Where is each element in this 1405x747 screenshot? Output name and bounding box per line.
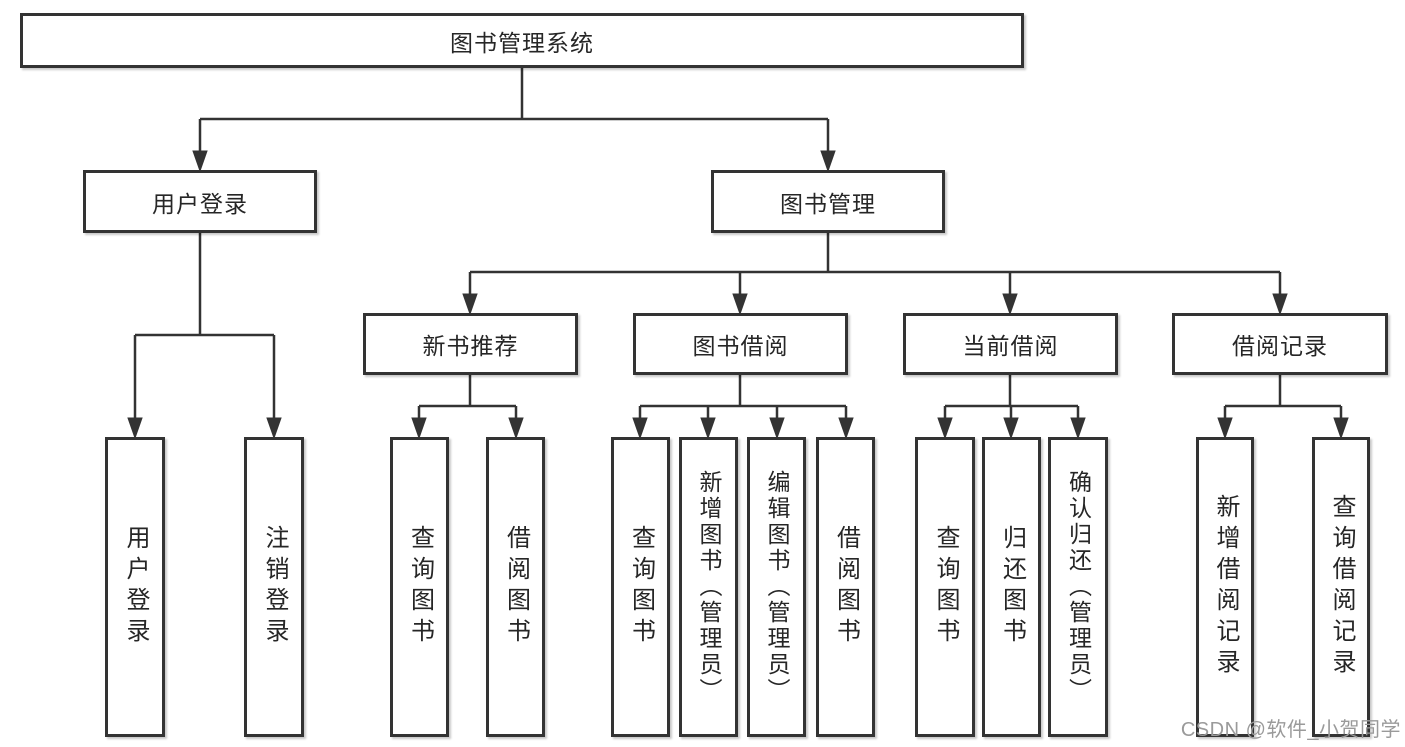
node-label: 查询图书: [932, 525, 959, 649]
connector-current-borrow-to-leaves: [937, 375, 1086, 440]
node-current-borrowing: 当前借阅: [903, 313, 1118, 375]
leaf-add-books-admin: 新增图书（管理员）: [679, 437, 738, 737]
leaf-add-borrow-record: 新增借阅记录: [1196, 437, 1254, 737]
leaf-return-books: 归还图书: [982, 437, 1041, 737]
node-label: 确认归还（管理员）: [1065, 470, 1092, 704]
leaf-query-borrow-record: 查询借阅记录: [1312, 437, 1370, 737]
node-label: 查询图书: [406, 525, 434, 649]
node-new-book-recommend: 新书推荐: [363, 313, 578, 375]
csdn-watermark: CSDN @软件_小贺同学: [1180, 719, 1401, 741]
node-label: 新增图书（管理员）: [696, 470, 722, 704]
connector-book-borrow-to-leaves: [632, 375, 854, 440]
node-label: 图书管理: [780, 190, 876, 217]
node-label: 查询图书: [627, 525, 655, 649]
node-label: 当前借阅: [962, 333, 1059, 359]
connector-borrow-records-to-leaves: [1217, 375, 1349, 440]
leaf-borrow-books-1: 借阅图书: [486, 437, 545, 737]
leaf-query-books-1: 查询图书: [390, 437, 449, 737]
node-label: 图书管理系统: [450, 29, 594, 56]
node-label: 借阅图书: [502, 525, 530, 649]
node-label: 图书借阅: [692, 333, 789, 359]
node-borrowing-records: 借阅记录: [1172, 313, 1388, 375]
node-label: 借阅图书: [832, 525, 860, 649]
leaf-user-login: 用户登录: [105, 437, 165, 737]
node-label: 注销登录: [261, 525, 288, 649]
node-user-login: 用户登录: [83, 170, 317, 233]
node-label: 新增借阅记录: [1212, 494, 1239, 680]
leaf-logout: 注销登录: [244, 437, 304, 737]
node-label: 新书推荐: [422, 333, 519, 359]
node-label: 用户登录: [122, 525, 149, 649]
node-book-management: 图书管理: [711, 170, 945, 233]
node-book-borrowing: 图书借阅: [633, 313, 848, 375]
node-root-library-management-system: 图书管理系统: [20, 13, 1024, 68]
leaf-query-books-3: 查询图书: [915, 437, 975, 737]
connector-book-management-to-groups: [462, 233, 1288, 316]
connector-user-login-to-leaves: [127, 233, 282, 440]
connector-root-to-branches: [192, 68, 836, 173]
leaf-query-books-2: 查询图书: [611, 437, 670, 737]
leaf-confirm-return-admin: 确认归还（管理员）: [1048, 437, 1108, 737]
node-label: 借阅记录: [1232, 333, 1328, 359]
node-label: 归还图书: [998, 525, 1026, 649]
leaf-edit-books-admin: 编辑图书（管理员）: [747, 437, 806, 737]
node-label: 用户登录: [152, 190, 248, 217]
leaf-borrow-books-2: 借阅图书: [816, 437, 875, 737]
node-label: 编辑图书（管理员）: [764, 470, 790, 704]
connector-new-book-rec-to-leaves: [411, 375, 524, 440]
node-label: 查询借阅记录: [1328, 494, 1355, 680]
